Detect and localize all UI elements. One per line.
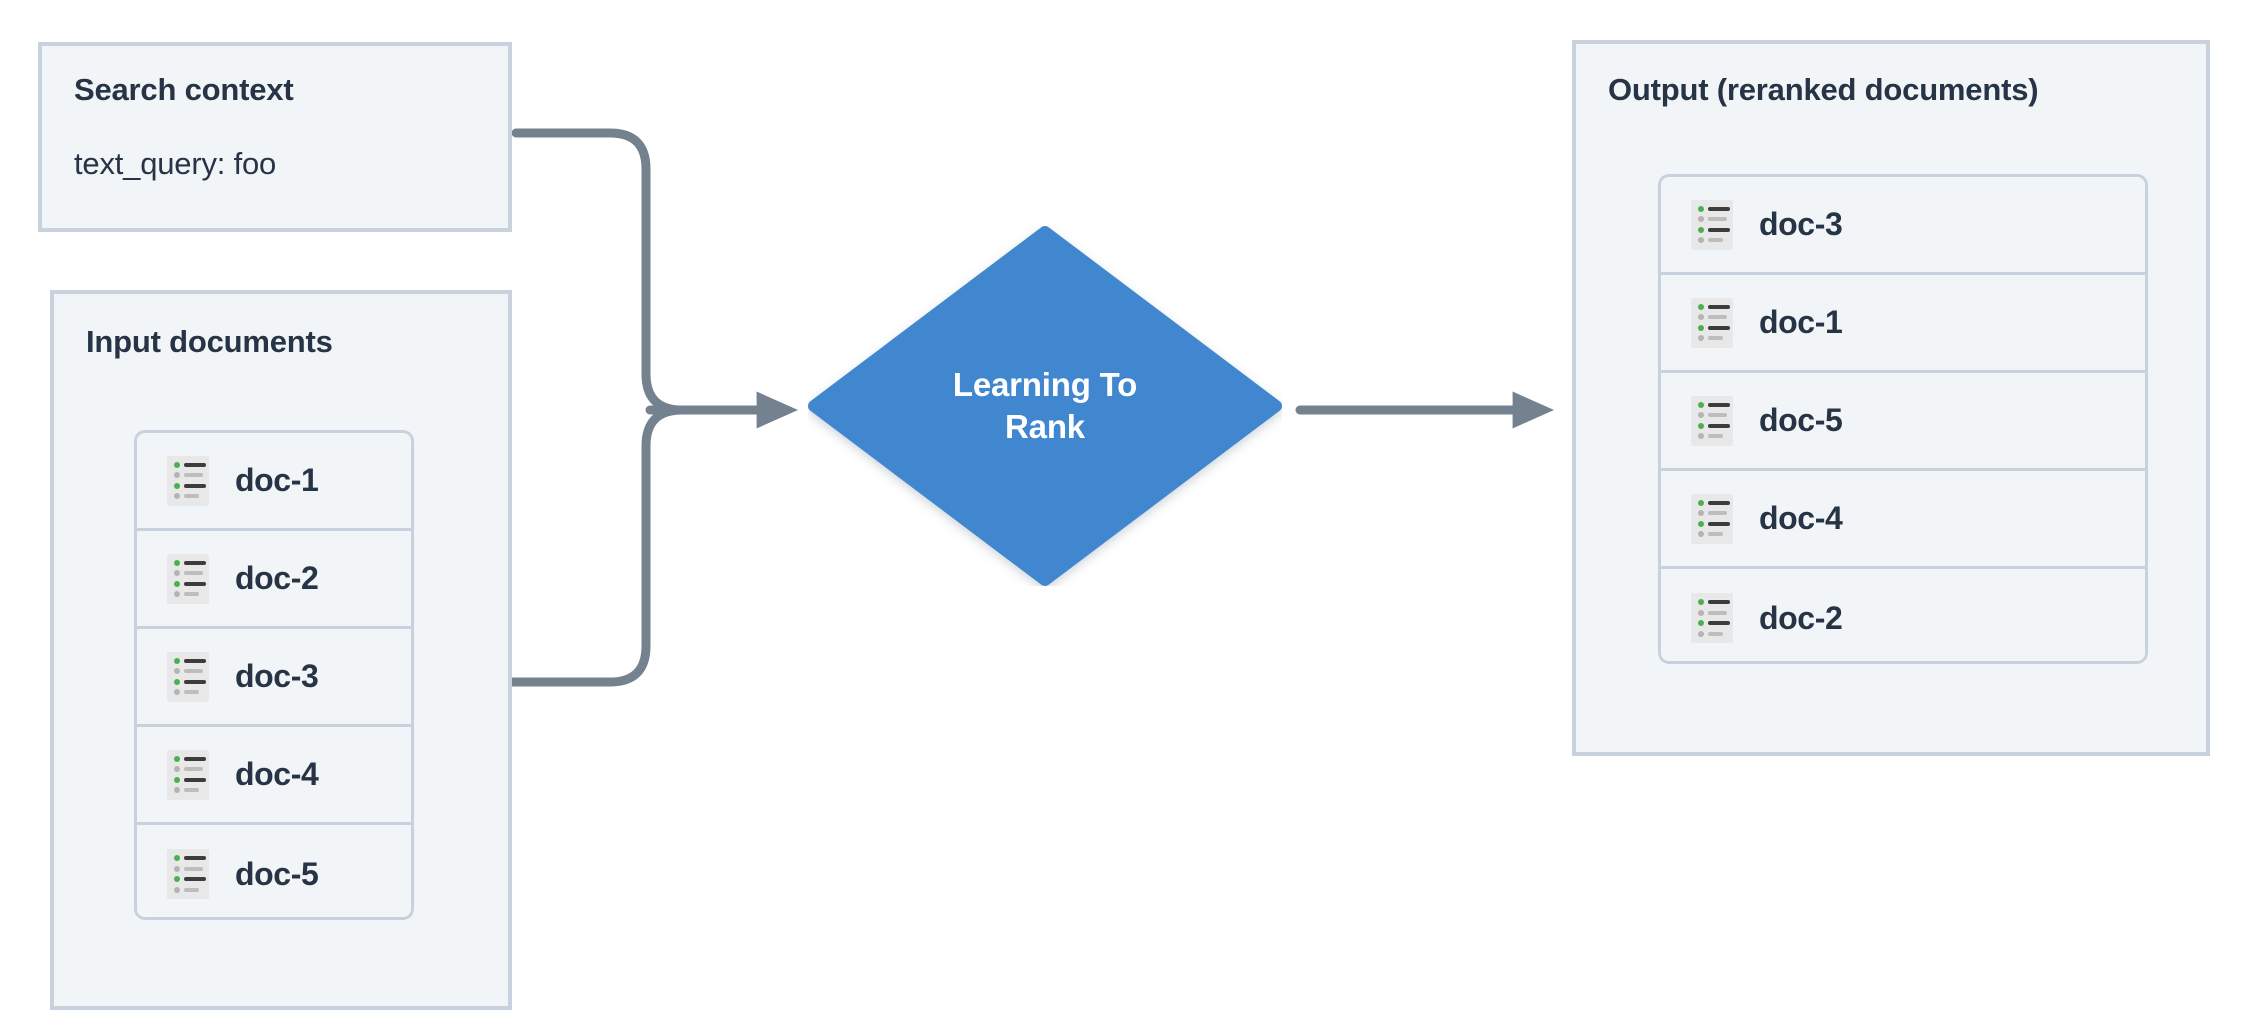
document-label: doc-3: [1759, 206, 1843, 242]
connector-input-documents-to-process: [503, 405, 687, 687]
document-list-icon: [167, 749, 209, 800]
list-item[interactable]: doc-1: [1661, 275, 2145, 373]
list-item[interactable]: doc-4: [1661, 471, 2145, 569]
document-list-icon: [1691, 593, 1733, 643]
document-list-icon: [1691, 493, 1733, 544]
input-documents-list: doc-1 doc-2 doc-3: [134, 430, 414, 920]
input-documents-title: Input documents: [86, 324, 333, 359]
document-label: doc-4: [235, 756, 319, 792]
document-list-icon: [1691, 297, 1733, 348]
output-documents-panel: Output (reranked documents) doc-3: [1572, 40, 2210, 756]
search-context-query: text_query: foo: [74, 146, 277, 181]
list-item[interactable]: doc-2: [1661, 569, 2145, 661]
search-context-title: Search context: [74, 72, 294, 107]
document-list-icon: [1691, 395, 1733, 446]
document-list-icon: [167, 651, 209, 702]
list-item[interactable]: doc-5: [137, 825, 411, 917]
list-item[interactable]: doc-3: [137, 629, 411, 727]
input-documents-panel: Input documents doc-1 doc-2: [50, 290, 512, 1010]
document-label: doc-2: [235, 560, 319, 596]
list-item[interactable]: doc-3: [1661, 177, 2145, 275]
list-item[interactable]: doc-1: [137, 433, 411, 531]
document-label: doc-5: [235, 855, 319, 892]
search-context-panel: Search context text_query: foo: [38, 42, 512, 232]
document-label: doc-3: [235, 658, 319, 694]
document-label: doc-1: [1759, 304, 1843, 340]
learning-to-rank-process-node[interactable]: Learning To Rank: [808, 226, 1282, 586]
document-list-icon: [1691, 199, 1733, 250]
output-documents-list: doc-3 doc-1 doc-5: [1658, 174, 2148, 664]
document-list-icon: [167, 849, 209, 899]
list-item[interactable]: doc-4: [137, 727, 411, 825]
document-list-icon: [167, 553, 209, 604]
list-item[interactable]: doc-5: [1661, 373, 2145, 471]
document-label: doc-5: [1759, 402, 1843, 438]
document-list-icon: [167, 455, 209, 506]
diamond-shape: [808, 226, 1282, 586]
connector-search-context-to-process: [511, 128, 687, 415]
document-label: doc-1: [235, 462, 319, 498]
output-documents-title: Output (reranked documents): [1608, 72, 2039, 107]
document-label: doc-2: [1759, 599, 1843, 636]
list-item[interactable]: doc-2: [137, 531, 411, 629]
document-label: doc-4: [1759, 500, 1843, 536]
